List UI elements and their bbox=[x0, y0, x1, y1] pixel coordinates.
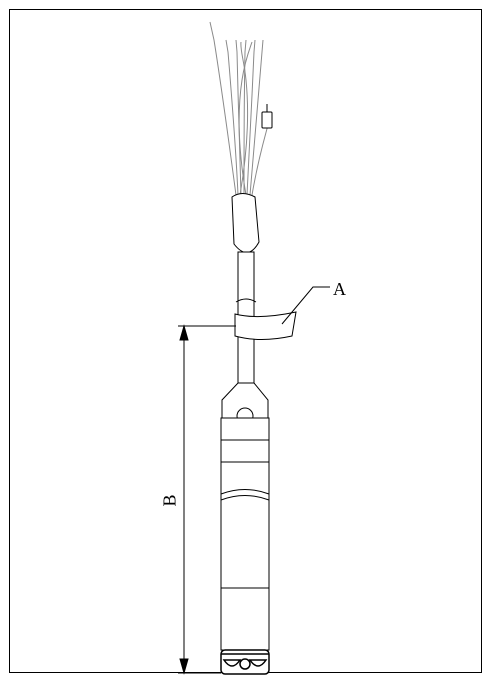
cable-wires bbox=[209, 21, 269, 196]
label-a: A bbox=[333, 279, 346, 299]
probe-break-mark bbox=[220, 489, 270, 495]
cable-clamp bbox=[234, 311, 297, 340]
probe-break-mark-2 bbox=[220, 495, 270, 501]
probe-tip bbox=[220, 649, 270, 675]
label-b: B bbox=[159, 494, 180, 507]
wire-connector bbox=[261, 104, 273, 129]
cable-boot bbox=[231, 193, 260, 253]
probe-body bbox=[220, 417, 270, 651]
leader-line-a bbox=[281, 286, 330, 325]
dimension-b bbox=[178, 324, 236, 675]
cable-break-mark bbox=[235, 298, 257, 303]
